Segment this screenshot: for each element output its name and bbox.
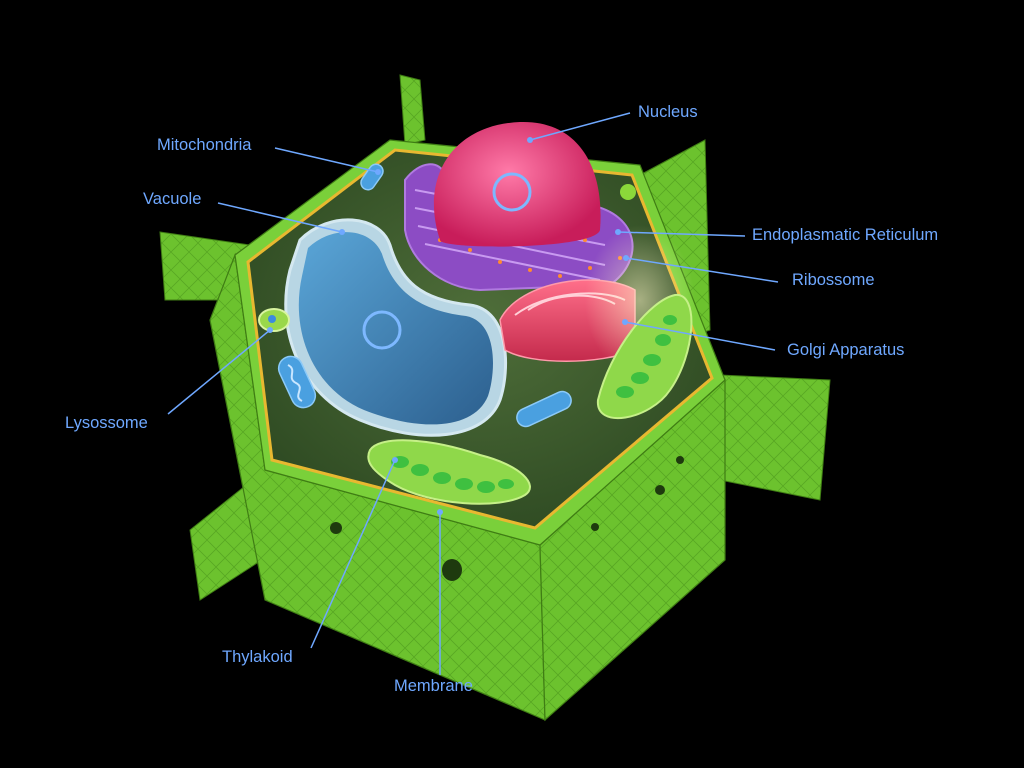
label-vacuole: Vacuole: [143, 190, 202, 208]
label-membrane: Membrane: [394, 677, 473, 695]
wall-pore: [591, 523, 599, 531]
label-golgi-apparatus: Golgi Apparatus: [787, 341, 905, 359]
vacuole-marker: [362, 310, 402, 350]
label-ribossome: Ribossome: [792, 271, 875, 289]
wall-pore: [330, 522, 342, 534]
leader-dots: [267, 137, 629, 515]
label-lysossome: Lysossome: [65, 414, 148, 432]
leader-vacuole: [217, 202, 343, 233]
leader-nucleus: [529, 112, 631, 141]
leader-ribossome: [625, 257, 779, 283]
label-thylakoid: Thylakoid: [222, 648, 293, 666]
leader-lysossome: [167, 329, 271, 415]
label-endoplasmatic-reticulum: Endoplasmatic Reticulum: [752, 226, 939, 244]
leader-mitochondria: [274, 147, 379, 173]
lysosome: [258, 308, 290, 332]
leader-golgi: [624, 321, 776, 351]
cell-wall-fin-right: [719, 374, 831, 501]
label-nucleus: Nucleus: [638, 103, 698, 121]
nucleolus-marker: [492, 172, 532, 212]
vesicle: [620, 184, 636, 200]
wall-pore: [655, 485, 665, 495]
leader-lines: [167, 112, 779, 675]
cell-wall-fin-top: [399, 74, 426, 146]
leader-reticulum: [617, 231, 746, 237]
mitochondrion-inner: [277, 355, 317, 409]
mitochondria: [277, 163, 572, 428]
leader-thylakoid: [310, 459, 396, 649]
nucleus: [433, 121, 601, 247]
chloroplast-right: [596, 293, 693, 420]
wall-pore: [676, 456, 684, 464]
wall-pore: [442, 559, 462, 581]
label-mitochondria: Mitochondria: [157, 136, 252, 154]
vacuole: [284, 218, 508, 437]
